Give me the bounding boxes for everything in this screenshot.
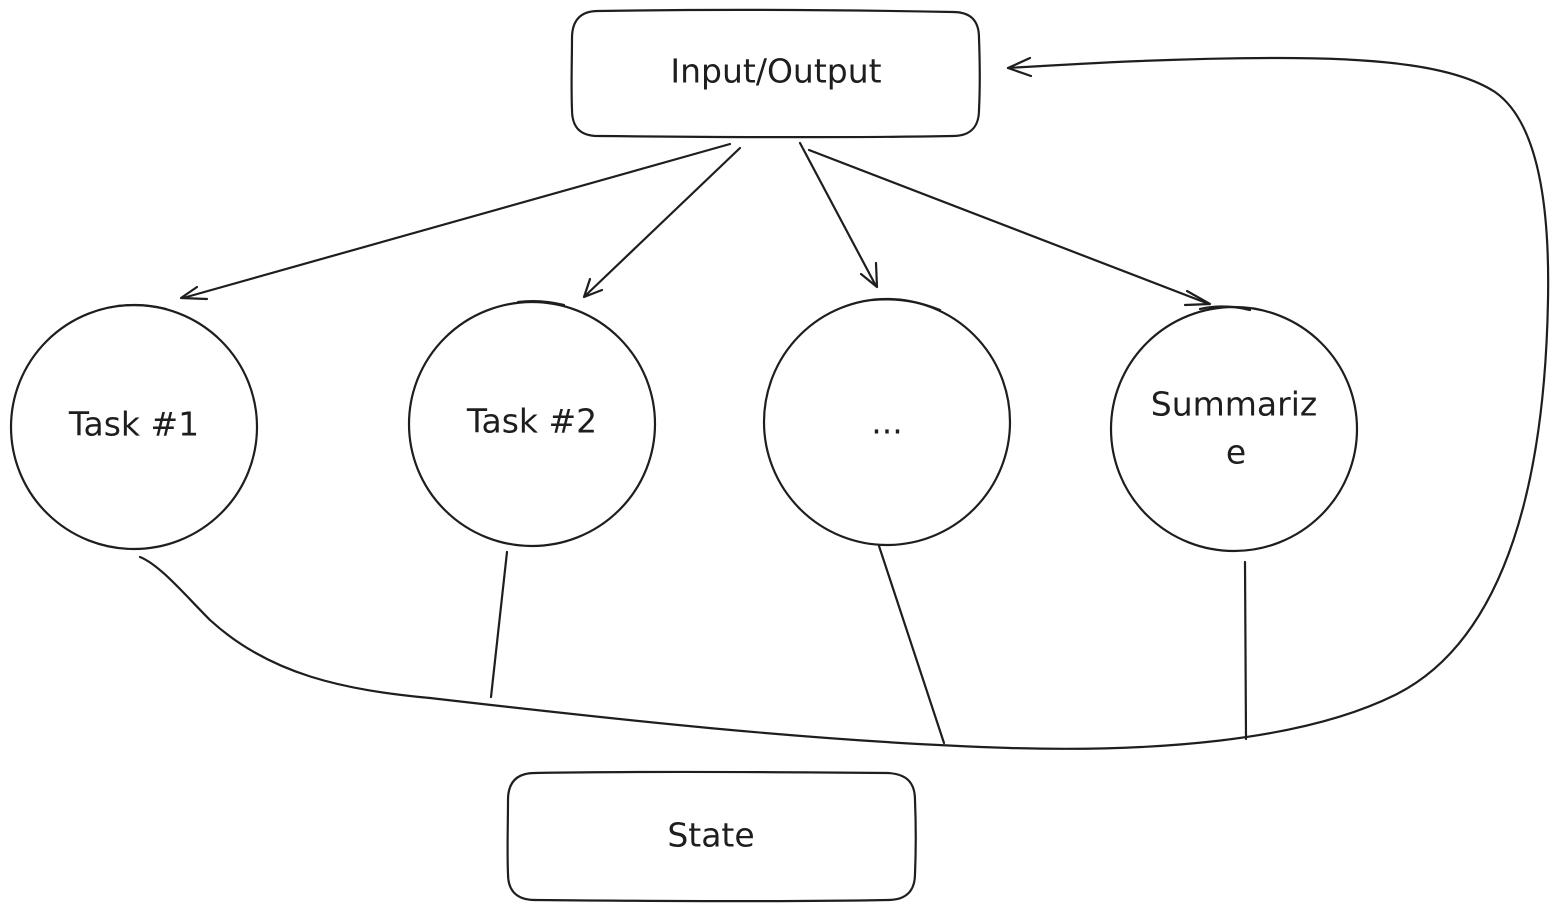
state-box <box>506 770 917 903</box>
task-node-2: Task #2 <box>407 299 657 548</box>
connector-task-3 <box>877 544 946 745</box>
input-output-node: Input/Output <box>570 8 981 139</box>
fan-out-arrows <box>179 141 1212 307</box>
state-node: State <box>506 770 917 903</box>
feedback-loop <box>428 56 1550 750</box>
task-4-label-line-1: Summariz <box>1151 385 1317 424</box>
connector-task-4 <box>1243 560 1248 741</box>
arrow-to-task-1 <box>179 142 732 301</box>
connector-task-1 <box>138 555 432 700</box>
input-output-label: Input/Output <box>670 52 881 91</box>
task-node-1: Task #1 <box>9 303 259 551</box>
task-2-label: Task #2 <box>466 402 597 441</box>
arrow-to-task-4 <box>807 148 1212 307</box>
shared-state-line <box>428 56 1550 750</box>
state-connectors <box>138 544 1248 745</box>
state-label: State <box>667 816 754 855</box>
task-3-label: ... <box>871 403 902 442</box>
input-output-box <box>570 8 981 139</box>
feedback-arrow-head <box>1006 56 1033 78</box>
task-4-label-line-2: e <box>1226 433 1246 472</box>
arrow-to-task-3 <box>798 141 879 289</box>
task-1-label: Task #1 <box>68 405 199 444</box>
task-node-4: Summariz e <box>1109 305 1359 553</box>
connector-task-2 <box>489 550 509 699</box>
arrow-to-task-2 <box>582 146 742 299</box>
task-node-3: ... <box>762 297 1012 547</box>
